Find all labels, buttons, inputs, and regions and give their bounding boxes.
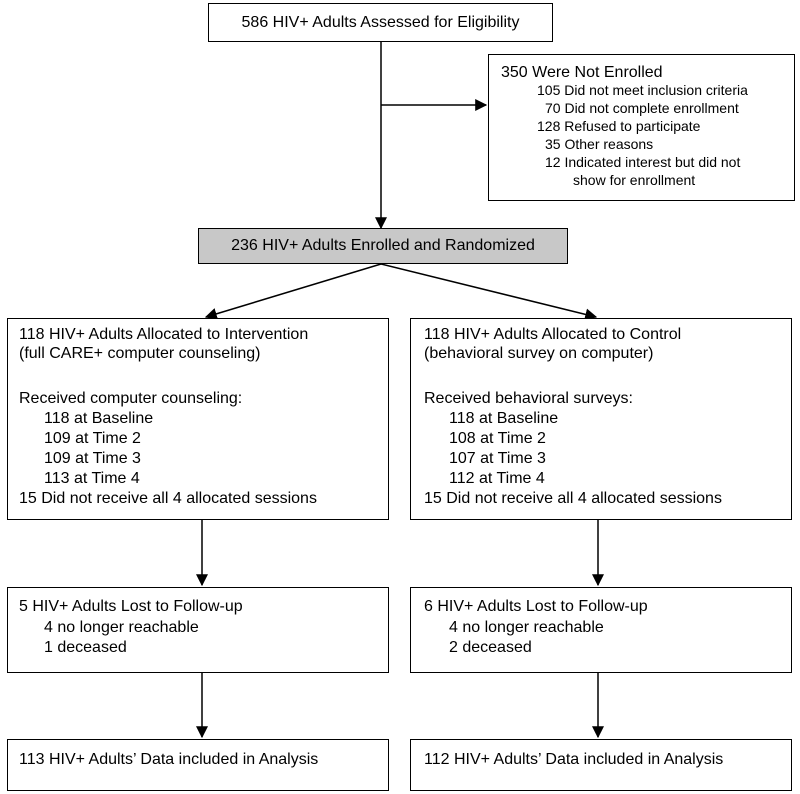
assessed-box: 586 HIV+ Adults Assessed for Eligibility <box>208 3 553 42</box>
control-lost-title: 6 HIV+ Adults Lost to Follow-up <box>424 598 648 615</box>
not-enrolled-reason: 105 Did not meet inclusion criteria <box>537 82 748 98</box>
control-lost-reason: 2 deceased <box>449 639 532 656</box>
randomized-box: 236 HIV+ Adults Enrolled and Randomized <box>198 228 568 264</box>
intervention-session: 109 at Time 2 <box>44 430 141 447</box>
intervention-box: 118 HIV+ Adults Allocated to Interventio… <box>7 318 389 520</box>
intervention-title: 118 HIV+ Adults Allocated to Interventio… <box>19 326 309 343</box>
intervention-received-label: Received computer counseling: <box>19 390 243 407</box>
intervention-analysis-text: 113 HIV+ Adults’ Data included in Analys… <box>19 751 319 768</box>
intervention-analysis-box: 113 HIV+ Adults’ Data included in Analys… <box>7 739 389 791</box>
intervention-session: 113 at Time 4 <box>44 470 140 487</box>
not-enrolled-reason: 12 Indicated interest but did not <box>545 154 741 170</box>
intervention-lost-title: 5 HIV+ Adults Lost to Follow-up <box>19 598 243 615</box>
intervention-session: 118 at Baseline <box>44 410 154 427</box>
control-session: 112 at Time 4 <box>449 470 545 487</box>
control-box: 118 HIV+ Adults Allocated to Control (be… <box>410 318 792 520</box>
arrow-to-control <box>380 263 598 321</box>
intervention-lost-reason: 4 no longer reachable <box>44 619 199 636</box>
arrow-to-intervention <box>204 263 382 320</box>
control-incomplete: 15 Did not receive all 4 allocated sessi… <box>424 490 722 507</box>
randomized-text: 236 HIV+ Adults Enrolled and Randomized <box>231 237 535 254</box>
control-received-label: Received behavioral surveys: <box>424 390 633 407</box>
not-enrolled-reason: 70 Did not complete enrollment <box>545 100 739 116</box>
not-enrolled-reason: 35 Other reasons <box>545 136 654 152</box>
control-lost-box: 6 HIV+ Adults Lost to Follow-up 4 no lon… <box>410 587 792 673</box>
control-analysis-text: 112 HIV+ Adults’ Data included in Analys… <box>424 751 724 768</box>
control-session: 108 at Time 2 <box>449 430 546 447</box>
intervention-subtitle: (full CARE+ computer counseling) <box>19 345 261 362</box>
intervention-lost-box: 5 HIV+ Adults Lost to Follow-up 4 no lon… <box>7 587 389 673</box>
intervention-lost-reason: 1 deceased <box>44 639 127 656</box>
not-enrolled-reason: 128 Refused to participate <box>537 118 701 134</box>
control-session: 107 at Time 3 <box>449 450 546 467</box>
intervention-incomplete: 15 Did not receive all 4 allocated sessi… <box>19 490 317 507</box>
intervention-session: 109 at Time 3 <box>44 450 141 467</box>
control-session: 118 at Baseline <box>449 410 559 427</box>
control-title: 118 HIV+ Adults Allocated to Control <box>424 326 682 343</box>
not-enrolled-box: 350 Were Not Enrolled 105 Did not meet i… <box>488 54 795 201</box>
control-analysis-box: 112 HIV+ Adults’ Data included in Analys… <box>410 739 792 791</box>
control-lost-reason: 4 no longer reachable <box>449 619 604 636</box>
assessed-text: 586 HIV+ Adults Assessed for Eligibility <box>241 14 520 31</box>
control-subtitle: (behavioral survey on computer) <box>424 345 654 362</box>
not-enrolled-reason: show for enrollment <box>573 172 696 188</box>
not-enrolled-title: 350 Were Not Enrolled <box>501 64 663 81</box>
